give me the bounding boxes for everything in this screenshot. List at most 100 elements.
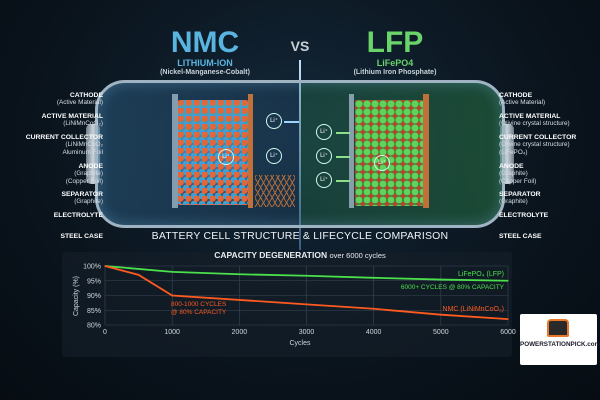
- lfp-description: (Lithium Iron Phosphate): [353, 69, 437, 76]
- component-label-detail: (Olivine crystal structure) (LiFePO₄): [499, 141, 570, 156]
- data-point: [440, 314, 442, 316]
- x-tick-label: 1000: [164, 329, 180, 336]
- y-tick-label: 80%: [87, 323, 101, 330]
- component-label-detail: (LiNiMnCoO₂): [63, 120, 103, 128]
- lfp-title: LFP: [366, 26, 424, 59]
- component-label-title: ELECTROLYTE: [53, 212, 103, 219]
- li-ion-icon: Li⁺: [374, 155, 390, 171]
- component-label: SEPARATOR(Graphite): [499, 191, 600, 206]
- y-tick-label: 100%: [83, 264, 101, 271]
- li-ion-icon: Li⁺: [316, 172, 332, 188]
- vs-label: VS: [290, 38, 310, 54]
- nmc-subtitle: LITHIUM-ION: [177, 58, 233, 68]
- component-label-title: STEEL CASE: [60, 233, 103, 240]
- x-tick-label: 5000: [433, 329, 449, 336]
- nmc-separator: [248, 94, 253, 208]
- x-tick-label: 0: [103, 329, 107, 336]
- power-station-icon: [547, 319, 569, 337]
- component-label: ELECTROLYTE: [0, 212, 103, 219]
- ion-flow-arrow: [284, 121, 299, 123]
- lfp-legend-label: LiFePO₄ (LFP): [458, 271, 504, 278]
- component-label-detail: (Graphite): [74, 198, 103, 206]
- x-tick-label: 3000: [299, 329, 315, 336]
- lfp-current-collector: [423, 94, 429, 208]
- component-label: ACTIVE MATERIAL(Olivine crystal structur…: [499, 113, 600, 128]
- component-label-title: ANODE: [78, 163, 103, 170]
- lfp-cathode-block: [355, 100, 423, 206]
- component-label-title: CURRENT COLLECTOR: [499, 134, 577, 141]
- data-point: [507, 318, 509, 320]
- chart-title: CAPACITY DEGENERATION over 6000 cycles: [150, 250, 450, 260]
- y-tick-label: 85%: [87, 308, 101, 315]
- component-label: ANODE(Graphite) (Copper Foil): [499, 163, 600, 185]
- component-label: STEEL CASE: [499, 233, 600, 240]
- nmc-current-collector: [172, 94, 178, 208]
- component-label: ELECTROLYTE: [499, 212, 600, 219]
- section-title: BATTERY CELL STRUCTURE & LIFECYCLE COMPA…: [151, 230, 449, 242]
- powerstationpick-logo: POWERSTATIONPICK.com: [520, 314, 600, 365]
- component-label: ANODE(Graphite) (Copper Foil): [0, 163, 103, 185]
- data-point: [507, 280, 509, 282]
- chart-title-main: CAPACITY DEGENERATION: [214, 250, 328, 260]
- component-label-title: ELECTROLYTE: [499, 212, 549, 219]
- nmc-title: NMC: [170, 26, 240, 59]
- li-ion-icon: Li⁺: [316, 148, 332, 164]
- center-divider: [299, 60, 301, 250]
- chart-subtitle: over 6000 cycles: [329, 251, 386, 260]
- lfp-annotation: 6000+ CYCLES @ 80% CAPACITY: [401, 284, 505, 291]
- component-label-detail: (Olivine crystal structure): [499, 120, 570, 128]
- component-label: CATHODE(Active Material): [0, 92, 103, 107]
- data-point: [305, 275, 308, 277]
- y-tick-label: 90%: [87, 293, 101, 300]
- data-point: [373, 277, 375, 279]
- y-axis-label: Capacity (%): [73, 276, 80, 316]
- component-label-title: ACTIVE MATERIAL: [41, 113, 103, 120]
- li-ion-icon: Li⁺: [266, 148, 282, 164]
- data-point: [137, 274, 140, 276]
- component-label-detail: (Active Material): [499, 99, 546, 107]
- component-label: STEEL CASE: [0, 233, 103, 240]
- x-tick-label: 2000: [232, 329, 248, 336]
- y-tick-label: 95%: [87, 278, 101, 285]
- data-point: [305, 303, 308, 305]
- component-label-detail: (Active Material): [56, 99, 103, 107]
- component-label-title: STEEL CASE: [499, 233, 542, 240]
- component-label-title: SEPARATOR: [499, 191, 541, 198]
- li-ion-icon: Li⁺: [316, 124, 332, 140]
- x-axis-label: Cycles: [289, 340, 311, 347]
- x-tick-label: 6000: [500, 329, 516, 336]
- data-point: [104, 265, 106, 267]
- component-label: ACTIVE MATERIAL(LiNiMnCoO₂): [0, 113, 103, 128]
- li-ion-icon: Li⁺: [266, 113, 282, 129]
- component-label-title: CURRENT COLLECTOR: [25, 134, 103, 141]
- ion-flow-arrow: [336, 180, 350, 182]
- lfp-separator: [349, 94, 354, 208]
- component-label-title: ANODE: [499, 163, 524, 170]
- data-point: [238, 299, 240, 301]
- ion-flow-arrow: [336, 156, 350, 158]
- nmc-description: (Nickel-Manganese-Cobalt): [160, 69, 250, 76]
- ion-flow-arrow: [336, 132, 350, 134]
- nmc-annotation: 800-1000 CYCLES@ 80% CAPACITY: [171, 301, 227, 316]
- nmc-cathode-block: [178, 100, 248, 205]
- component-label-title: ACTIVE MATERIAL: [499, 113, 561, 120]
- nmc-anode-graphite: [255, 175, 295, 207]
- component-label-title: CATHODE: [69, 92, 103, 99]
- component-label-detail: (LiNiMnCoO₂ Aluminum Foil: [62, 141, 104, 156]
- component-label-detail: (Graphite) (Copper Foil): [499, 170, 537, 185]
- component-label: CURRENT COLLECTOR(LiNiMnCoO₂ Aluminum Fo…: [0, 134, 103, 156]
- logo-text: POWERSTATIONPICK.com: [520, 341, 600, 348]
- nmc-legend-label: NMC (LiNiMnCoO₂): [443, 306, 504, 313]
- data-point: [171, 271, 173, 273]
- battery-cell-diagram: [95, 80, 505, 228]
- component-label-title: CATHODE: [499, 92, 533, 99]
- component-label: CATHODE(Active Material): [499, 92, 600, 107]
- component-label: CURRENT COLLECTOR(Olivine crystal struct…: [499, 134, 600, 156]
- data-point: [440, 278, 442, 281]
- lfp-subtitle: LiFePO4: [376, 58, 414, 68]
- data-point: [171, 294, 173, 297]
- data-point: [373, 308, 375, 310]
- x-tick-label: 4000: [366, 329, 382, 336]
- component-label-detail: (Graphite): [499, 198, 528, 206]
